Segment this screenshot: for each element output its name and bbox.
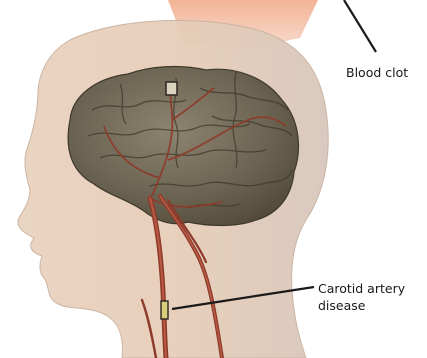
carotid-artery-disease-label: Carotid artery disease: [318, 280, 405, 314]
carotid-label-line-2: disease: [318, 297, 405, 314]
carotid-disease-marker: [161, 301, 168, 319]
blood-clot-leader-line: [344, 0, 376, 52]
carotid-label-line-1: Carotid artery: [318, 280, 405, 297]
clot-marker: [166, 82, 177, 95]
blood-clot-label: Blood clot: [346, 64, 408, 81]
